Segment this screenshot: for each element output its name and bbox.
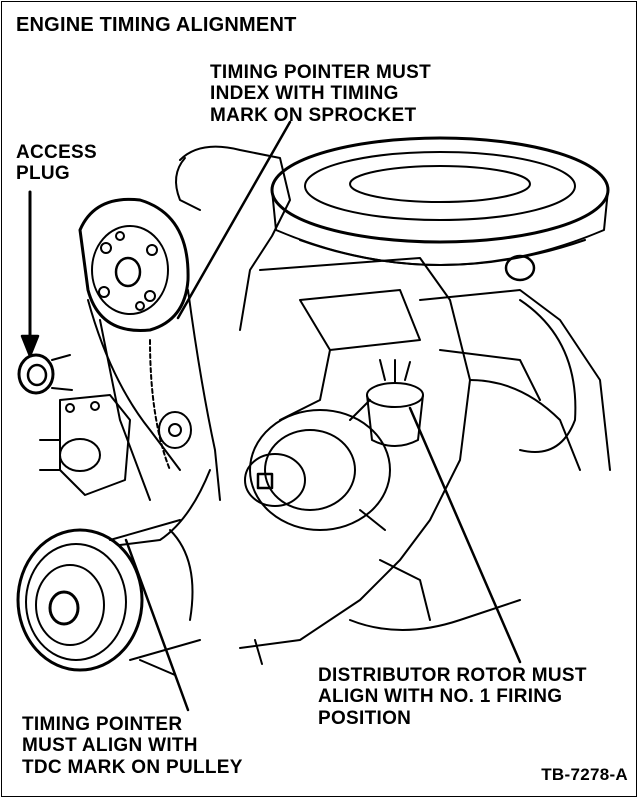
leader-lines: [20, 120, 522, 712]
alternator: [244, 399, 391, 531]
distributor-rotor-callout-line: ALIGN WITH NO. 1 FIRING: [318, 686, 563, 708]
timing-belt: [87, 289, 221, 546]
pulley-callout-line: TDC MARK ON PULLEY: [22, 756, 243, 778]
access-plug-callout: ACCESS PLUG: [16, 142, 97, 185]
sprocket-callout: TIMING POINTER MUST INDEX WITH TIMING MA…: [210, 62, 431, 126]
distributor: [366, 359, 424, 447]
distributor-rotor-callout: DISTRIBUTOR ROTOR MUST ALIGN WITH NO. 1 …: [318, 665, 587, 729]
belt-tensioner: [158, 411, 192, 449]
crankshaft-pulley: [16, 519, 201, 676]
diagram-title: ENGINE TIMING ALIGNMENT: [16, 14, 297, 36]
water-pump: [39, 394, 131, 496]
sprocket-callout-line: INDEX WITH TIMING: [210, 83, 399, 105]
distributor-rotor-callout-line: POSITION: [318, 707, 412, 729]
sprocket-callout-line: MARK ON SPROCKET: [210, 104, 417, 126]
access-plug-callout-line: ACCESS: [16, 142, 97, 163]
pulley-callout: TIMING POINTER MUST ALIGN WITH TDC MARK …: [22, 714, 243, 778]
sprocket-callout-line: TIMING POINTER MUST: [210, 62, 432, 83]
pulley-callout-line: MUST ALIGN WITH: [22, 735, 198, 757]
figure-id: TB-7278-A: [541, 765, 628, 784]
distributor-rotor-callout-line: DISTRIBUTOR ROTOR MUST: [318, 665, 587, 686]
pulley-callout-line: TIMING POINTER: [22, 714, 183, 735]
access-plug-callout-line: PLUG: [16, 163, 70, 185]
access-plug: [17, 353, 73, 395]
cam-sprocket: [78, 197, 190, 332]
air-cleaner: [270, 136, 610, 282]
engine-block: [175, 145, 611, 665]
